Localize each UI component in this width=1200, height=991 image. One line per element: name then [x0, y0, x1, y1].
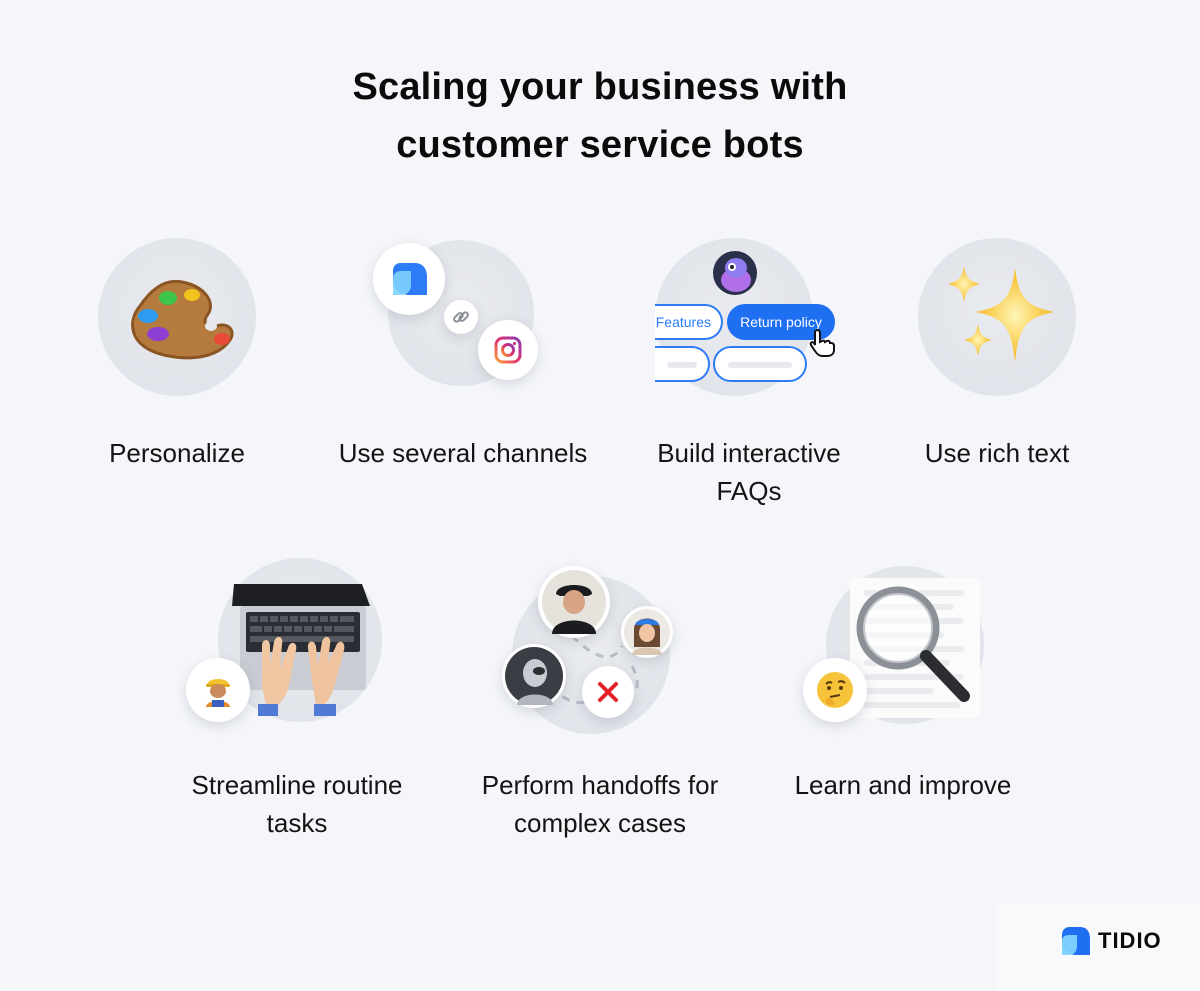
bot-avatar-icon	[713, 251, 757, 295]
feature-label: Use rich text	[924, 438, 1070, 468]
agent-avatar	[538, 566, 610, 638]
feature-label-line-2: tasks	[266, 808, 328, 838]
feature-label-line-2: FAQs	[716, 476, 782, 506]
man-agent-icon	[542, 570, 606, 634]
tidio-channel-bubble	[373, 243, 445, 315]
brand-logo-area	[996, 905, 1200, 991]
close-icon	[598, 682, 618, 702]
sparkles-icon	[948, 266, 1054, 362]
magnifier-icon	[850, 578, 980, 718]
faq-pill-features: Features	[655, 304, 723, 340]
feature-label-line-2: complex cases	[514, 808, 686, 838]
robot-icon	[505, 647, 563, 705]
feature-label-line-1: Build interactive	[657, 438, 841, 468]
link-bubble	[444, 300, 478, 334]
faq-pill-features-label: Features	[655, 314, 711, 330]
faq-pill-empty	[655, 346, 710, 382]
feature-label: Use several channels	[338, 438, 588, 468]
hand-cursor-icon	[809, 328, 835, 357]
laptop-typing-icon	[232, 584, 370, 716]
feature-label: Personalize	[109, 438, 245, 468]
title-line-2: customer service bots	[396, 124, 804, 166]
palette-icon	[131, 279, 234, 360]
link-icon	[453, 311, 469, 323]
tidio-logo-icon	[393, 263, 427, 295]
worker-bubble	[186, 658, 250, 722]
feature-label: Streamline routine tasks	[152, 766, 442, 842]
agent-avatar	[621, 606, 673, 658]
title-line-1: Scaling your business with	[352, 66, 848, 108]
thinking-face-icon	[817, 672, 853, 708]
instagram-bubble	[478, 320, 538, 380]
brand-name: TIDIO	[1098, 928, 1162, 953]
cancel-bubble	[582, 666, 634, 718]
faq-pill-return-policy-label: Return policy	[740, 314, 822, 330]
feature-label: Learn and improve	[794, 770, 1012, 800]
feature-label: Build interactive FAQs	[604, 434, 894, 510]
page-title: Scaling your business with customer serv…	[0, 58, 1200, 174]
bot-avatar	[502, 644, 566, 708]
instagram-icon	[494, 336, 522, 364]
tidio-logo-icon	[1062, 927, 1090, 955]
feature-label-line-1: Perform handoffs for	[481, 770, 719, 800]
feature-label-line-1: Streamline routine	[191, 770, 403, 800]
thinking-bubble	[803, 658, 867, 722]
faq-pill-empty	[713, 346, 807, 382]
feature-label: Perform handoffs for complex cases	[455, 766, 745, 842]
woman-agent-icon	[624, 609, 670, 655]
construction-worker-icon	[206, 679, 230, 707]
